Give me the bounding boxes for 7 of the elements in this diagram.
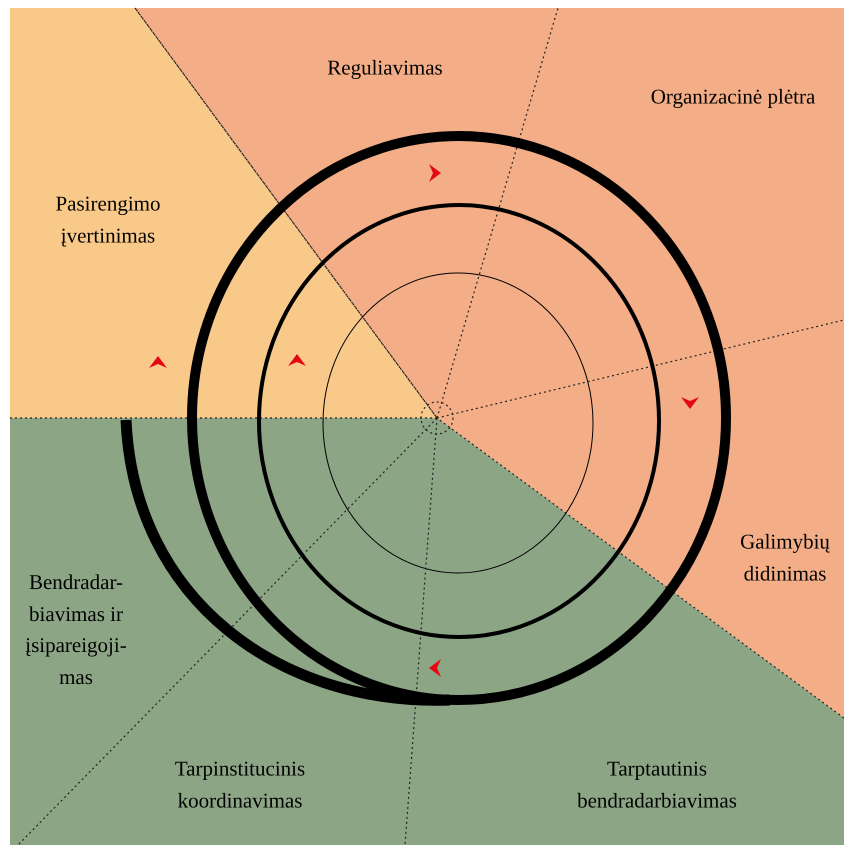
sector-label: Bendradar- biavimas ir įsipareigoji- mas	[24, 569, 128, 690]
sector-label: Tarpinstitucinis koordinavimas	[174, 756, 306, 814]
sector-label: Galimybių didinimas	[739, 528, 831, 587]
sector-label: Tarptautinis bendradarbiavimas	[576, 756, 738, 814]
sector-label: Organizacinė plėtra	[650, 83, 816, 110]
sector-label: Reguliavimas	[326, 54, 444, 82]
sector-label: Pasirengimo įvertinimas	[54, 190, 162, 249]
